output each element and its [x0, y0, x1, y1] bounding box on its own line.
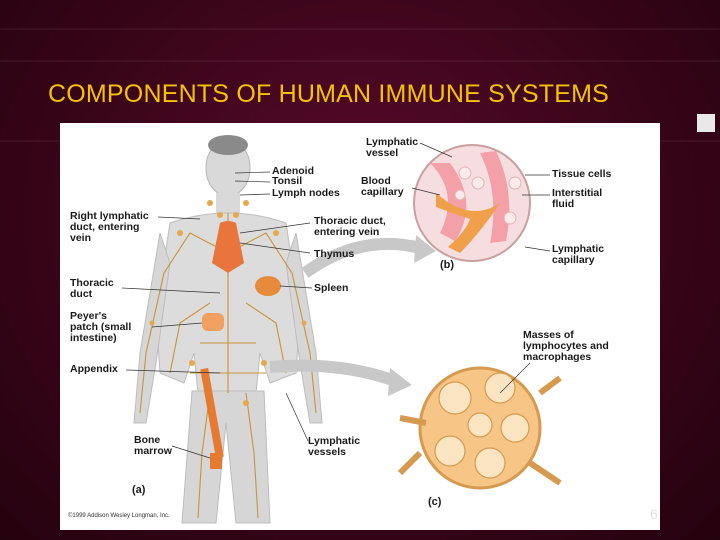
background-stripe — [0, 28, 720, 30]
label-tonsil: Tonsil — [272, 175, 303, 187]
panel-label-a: (a) — [132, 484, 146, 496]
label-peyers-patch: Peyer's patch (small intestine) — [70, 310, 132, 344]
label-spleen: Spleen — [314, 282, 349, 294]
bone-marrow — [200, 367, 224, 459]
label-thoracic-duct-entering-vein: Thoracic duct, entering vein — [314, 215, 386, 238]
label-interstitial-fluid: Interstitial fluid — [552, 187, 603, 210]
label-thymus: Thymus — [314, 248, 355, 260]
label-appendix: Appendix — [70, 363, 118, 375]
panel-label-c: (c) — [428, 496, 442, 508]
label-masses-of-lymphocytes: Masses of lymphocytes and macrophages — [523, 329, 609, 363]
arrow-to-b — [301, 237, 422, 278]
label-thoracic-duct: Thoracic duct — [70, 277, 114, 300]
label-blood-capillary: Blood capillary — [361, 175, 404, 198]
b-leader-lines — [411, 142, 551, 252]
label-lymphatic-vessel: Lymphatic vessel — [366, 136, 419, 159]
leader-lines — [121, 171, 313, 459]
immune-system-figure: Adenoid Tonsil Lymph nodes Right lymphat… — [60, 123, 660, 530]
spleen-organ — [255, 276, 281, 296]
background-stripe — [0, 60, 720, 62]
label-lymphatic-vessels: Lymphatic vessels — [308, 435, 361, 458]
lymphatic-network — [139, 213, 317, 519]
lymph-node-detail — [397, 362, 562, 490]
side-tab — [697, 114, 715, 132]
label-bone-marrow: Bone marrow — [134, 434, 172, 457]
peyers-patch-organ — [202, 313, 224, 331]
label-lymph-nodes: Lymph nodes — [272, 187, 340, 199]
label-right-lymphatic-duct: Right lymphatic duct, entering vein — [70, 210, 149, 244]
thymus-organ — [212, 221, 244, 273]
slide-title: COMPONENTS OF HUMAN IMMUNE SYSTEMS — [48, 80, 609, 108]
label-tissue-cells: Tissue cells — [552, 168, 612, 180]
arrow-to-b-head — [414, 235, 436, 263]
capillary-magnification — [413, 144, 531, 262]
panel-label-b: (b) — [440, 259, 455, 271]
bone-marrow-end — [210, 453, 222, 469]
label-lymphatic-capillary: Lymphatic capillary — [552, 243, 605, 266]
copyright-notice: ©1999 Addison Wesley Longman, Inc. — [68, 513, 170, 519]
arrow-to-c — [269, 359, 398, 387]
label-adenoid: Adenoid — [272, 165, 314, 177]
slide-number: 6 — [650, 506, 658, 522]
figure-artwork — [121, 135, 562, 524]
arrow-to-c-head — [388, 368, 412, 396]
